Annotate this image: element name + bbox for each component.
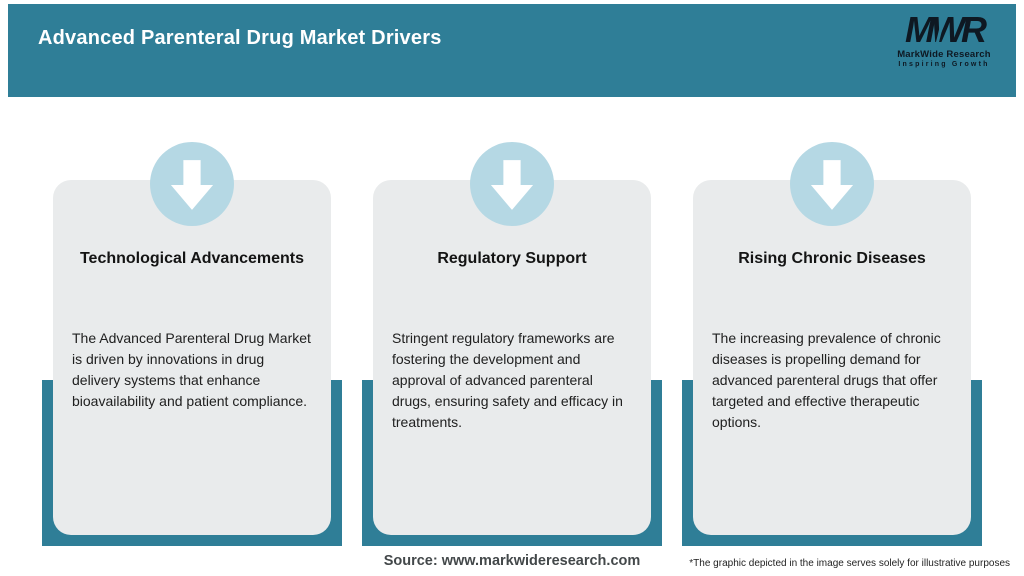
card-title: Regulatory Support (437, 250, 587, 267)
disclaimer-note: *The graphic depicted in the image serve… (689, 558, 1010, 569)
logo-company-name: MarkWide Research (897, 49, 991, 60)
driver-card: Rising Chronic Diseases The increasing p… (693, 180, 971, 535)
card-body-text: The Advanced Parenteral Drug Market is d… (72, 330, 311, 409)
card-title: Rising Chronic Diseases (738, 250, 926, 267)
logo-tagline: Inspiring Growth (898, 61, 990, 68)
header-banner: Advanced Parenteral Drug Market Drivers … (8, 4, 1016, 97)
down-arrow-icon (790, 142, 874, 226)
logo-acronym: MWR (905, 9, 987, 50)
driver-card: Technological Advancements The Advanced … (53, 180, 331, 535)
card-title: Technological Advancements (79, 250, 305, 267)
card-body-text: Stringent regulatory frameworks are fost… (392, 330, 623, 430)
card-body-text: The increasing prevalence of chronic dis… (712, 330, 941, 430)
driver-card: Regulatory Support Stringent regulatory … (373, 180, 651, 535)
driver-column-regulatory-support: Regulatory Support Stringent regulatory … (362, 140, 662, 552)
page-title: Advanced Parenteral Drug Market Drivers (38, 27, 442, 49)
markwide-research-logo: MWR MarkWide Research Inspiring Growth (884, 9, 1004, 69)
driver-column-rising-chronic-diseases: Rising Chronic Diseases The increasing p… (682, 140, 982, 552)
down-arrow-icon (150, 142, 234, 226)
source-attribution: Source: www.markwideresearch.com (383, 553, 641, 569)
down-arrow-icon (470, 142, 554, 226)
driver-column-technological-advancements: Technological Advancements The Advanced … (42, 140, 342, 552)
logo-acronym-text: MWR (905, 9, 987, 50)
